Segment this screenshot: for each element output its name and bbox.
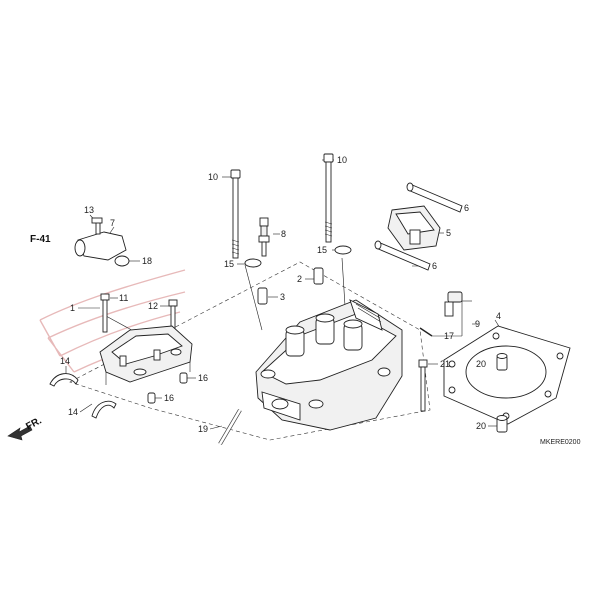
callout-12: 12 (148, 301, 158, 311)
washer-right (334, 245, 352, 255)
sensor-9 (419, 291, 463, 337)
callout-18: 18 (142, 256, 152, 266)
shaft-6-lower (374, 240, 431, 271)
callout-7: 7 (110, 218, 115, 228)
o-ring (114, 255, 130, 267)
spark-plug (258, 217, 270, 257)
callout-16a: 16 (198, 373, 208, 383)
callout-8: 8 (281, 229, 286, 239)
callout-16b: 16 (164, 393, 174, 403)
stud-bolt-left (230, 169, 241, 259)
dowel-16a (179, 372, 188, 384)
callout-14b: 14 (68, 407, 78, 417)
callout-21: 21 (440, 359, 450, 369)
callout-15b: 15 (317, 245, 327, 255)
callout-11: 11 (119, 293, 128, 303)
callout-17: 17 (444, 331, 454, 341)
callout-10b: 10 (337, 155, 347, 165)
reference-label: F-41 (30, 234, 51, 245)
watermark-wing-logo (39, 269, 186, 373)
front-direction-label: FR. (24, 415, 44, 432)
callout-4: 4 (496, 311, 501, 321)
bolt-11 (100, 293, 110, 333)
callout-19: 19 (198, 424, 208, 434)
callout-20a: 20 (476, 359, 486, 369)
camshaft-holder (99, 325, 193, 385)
dowel-pin-2 (313, 267, 324, 285)
callout-2: 2 (297, 274, 302, 284)
front-arrow-icon (7, 425, 33, 441)
dowel-20b (496, 415, 508, 433)
callout-9: 9 (475, 319, 480, 329)
arc-guide-14a (49, 373, 79, 387)
callout-14a: 14 (60, 356, 70, 366)
stud-bolt-right (323, 153, 334, 243)
thermostat-housing (74, 217, 127, 261)
callout-6b: 6 (432, 261, 437, 271)
callout-3: 3 (280, 292, 285, 302)
rocker-arm-assembly-5 (387, 205, 441, 251)
callout-5: 5 (446, 228, 451, 238)
callout-13: 13 (84, 205, 94, 215)
document-code: MKERE0200 (540, 439, 581, 446)
arc-guide-14b (91, 400, 117, 419)
head-gasket (443, 325, 571, 425)
callout-1: 1 (70, 303, 75, 313)
head-assembly-outline (69, 261, 431, 441)
dowel-pin-3 (257, 287, 268, 305)
washer-left (244, 258, 262, 268)
callout-20b: 20 (476, 421, 486, 431)
callout-6a: 6 (464, 203, 469, 213)
callout-10a: 10 (208, 172, 218, 182)
dowel-20a (496, 353, 508, 371)
cylinder-head (255, 299, 403, 431)
shaft-6-upper (406, 182, 463, 213)
stud-19 (218, 408, 242, 446)
callout-15a: 15 (224, 259, 234, 269)
bolt-21 (418, 359, 428, 412)
dowel-16b (147, 392, 156, 404)
